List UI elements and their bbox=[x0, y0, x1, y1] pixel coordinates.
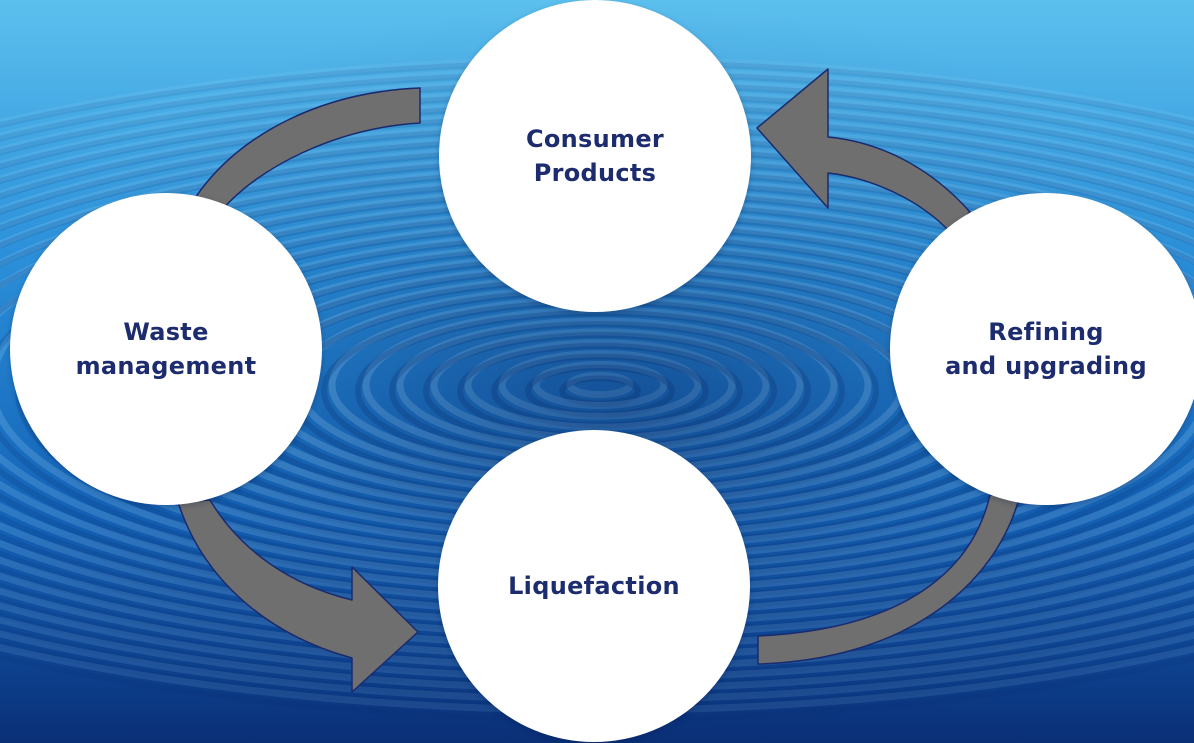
node-consumer-products: Consumer Products bbox=[439, 0, 751, 312]
arrow-consumer-to-waste bbox=[194, 87, 421, 211]
node-label-line: and upgrading bbox=[945, 352, 1147, 380]
node-label-line: management bbox=[75, 352, 257, 380]
arrow-waste-to-liquefaction bbox=[177, 499, 419, 693]
node-label-line: Products bbox=[533, 159, 657, 187]
node-waste-management: Waste management bbox=[10, 193, 322, 505]
node-label-refining-and-upgrading: Refining and upgrading bbox=[945, 315, 1147, 383]
node-label-consumer-products: Consumer Products bbox=[526, 122, 664, 190]
node-label-line: Waste bbox=[123, 318, 209, 346]
node-label-line: Refining bbox=[988, 318, 1104, 346]
node-liquefaction: Liquefaction bbox=[438, 430, 750, 742]
node-label-line: Liquefaction bbox=[508, 572, 680, 600]
arrow-refining-to-consumer bbox=[756, 68, 971, 233]
node-label-line: Consumer bbox=[525, 125, 665, 153]
node-label-waste-management: Waste management bbox=[76, 315, 257, 383]
arrow-liquefaction-to-refining bbox=[757, 494, 1021, 665]
node-refining-and-upgrading: Refining and upgrading bbox=[890, 193, 1194, 505]
node-label-liquefaction: Liquefaction bbox=[508, 569, 680, 603]
